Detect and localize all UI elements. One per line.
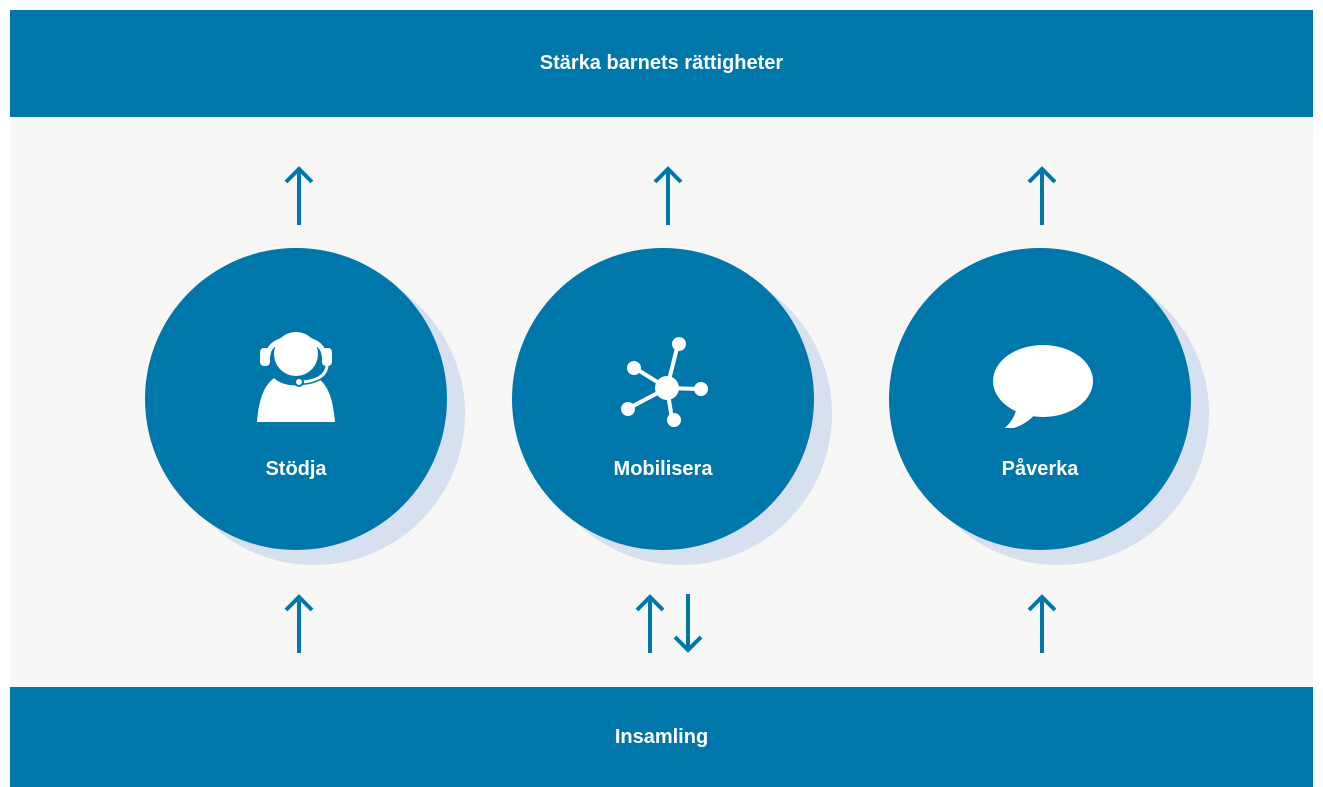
arrow-up-stodja-top: [284, 166, 314, 225]
network-icon: [621, 337, 708, 427]
node-stodja: Stödja: [145, 248, 465, 568]
arrow-up-paverka-top: [1027, 166, 1057, 225]
arrow-up-mobilisera-top: [653, 166, 683, 225]
node-label-stodja: Stödja: [265, 458, 327, 480]
node-label-mobilisera: Mobilisera: [613, 458, 713, 480]
footer-band: Insamling: [10, 687, 1313, 787]
header-band: Stärka barnets rättigheter: [10, 10, 1313, 117]
header-title: Stärka barnets rättigheter: [539, 52, 784, 74]
arrow-up-paverka-bottom: [1027, 594, 1057, 653]
arrow-down-mobilisera-bottom: [673, 594, 703, 653]
node-label-paverka: Påverka: [1001, 458, 1079, 480]
footer-title: Insamling: [614, 725, 709, 748]
arrow-up-stodja-bottom: [284, 594, 314, 653]
arrow-up-mobilisera-bottom: [635, 594, 665, 653]
headset-person-icon: [257, 332, 335, 422]
node-mobilisera: Mobilisera: [512, 248, 832, 568]
speech-bubble-icon: [993, 345, 1093, 428]
node-paverka: Påverka: [889, 248, 1209, 568]
